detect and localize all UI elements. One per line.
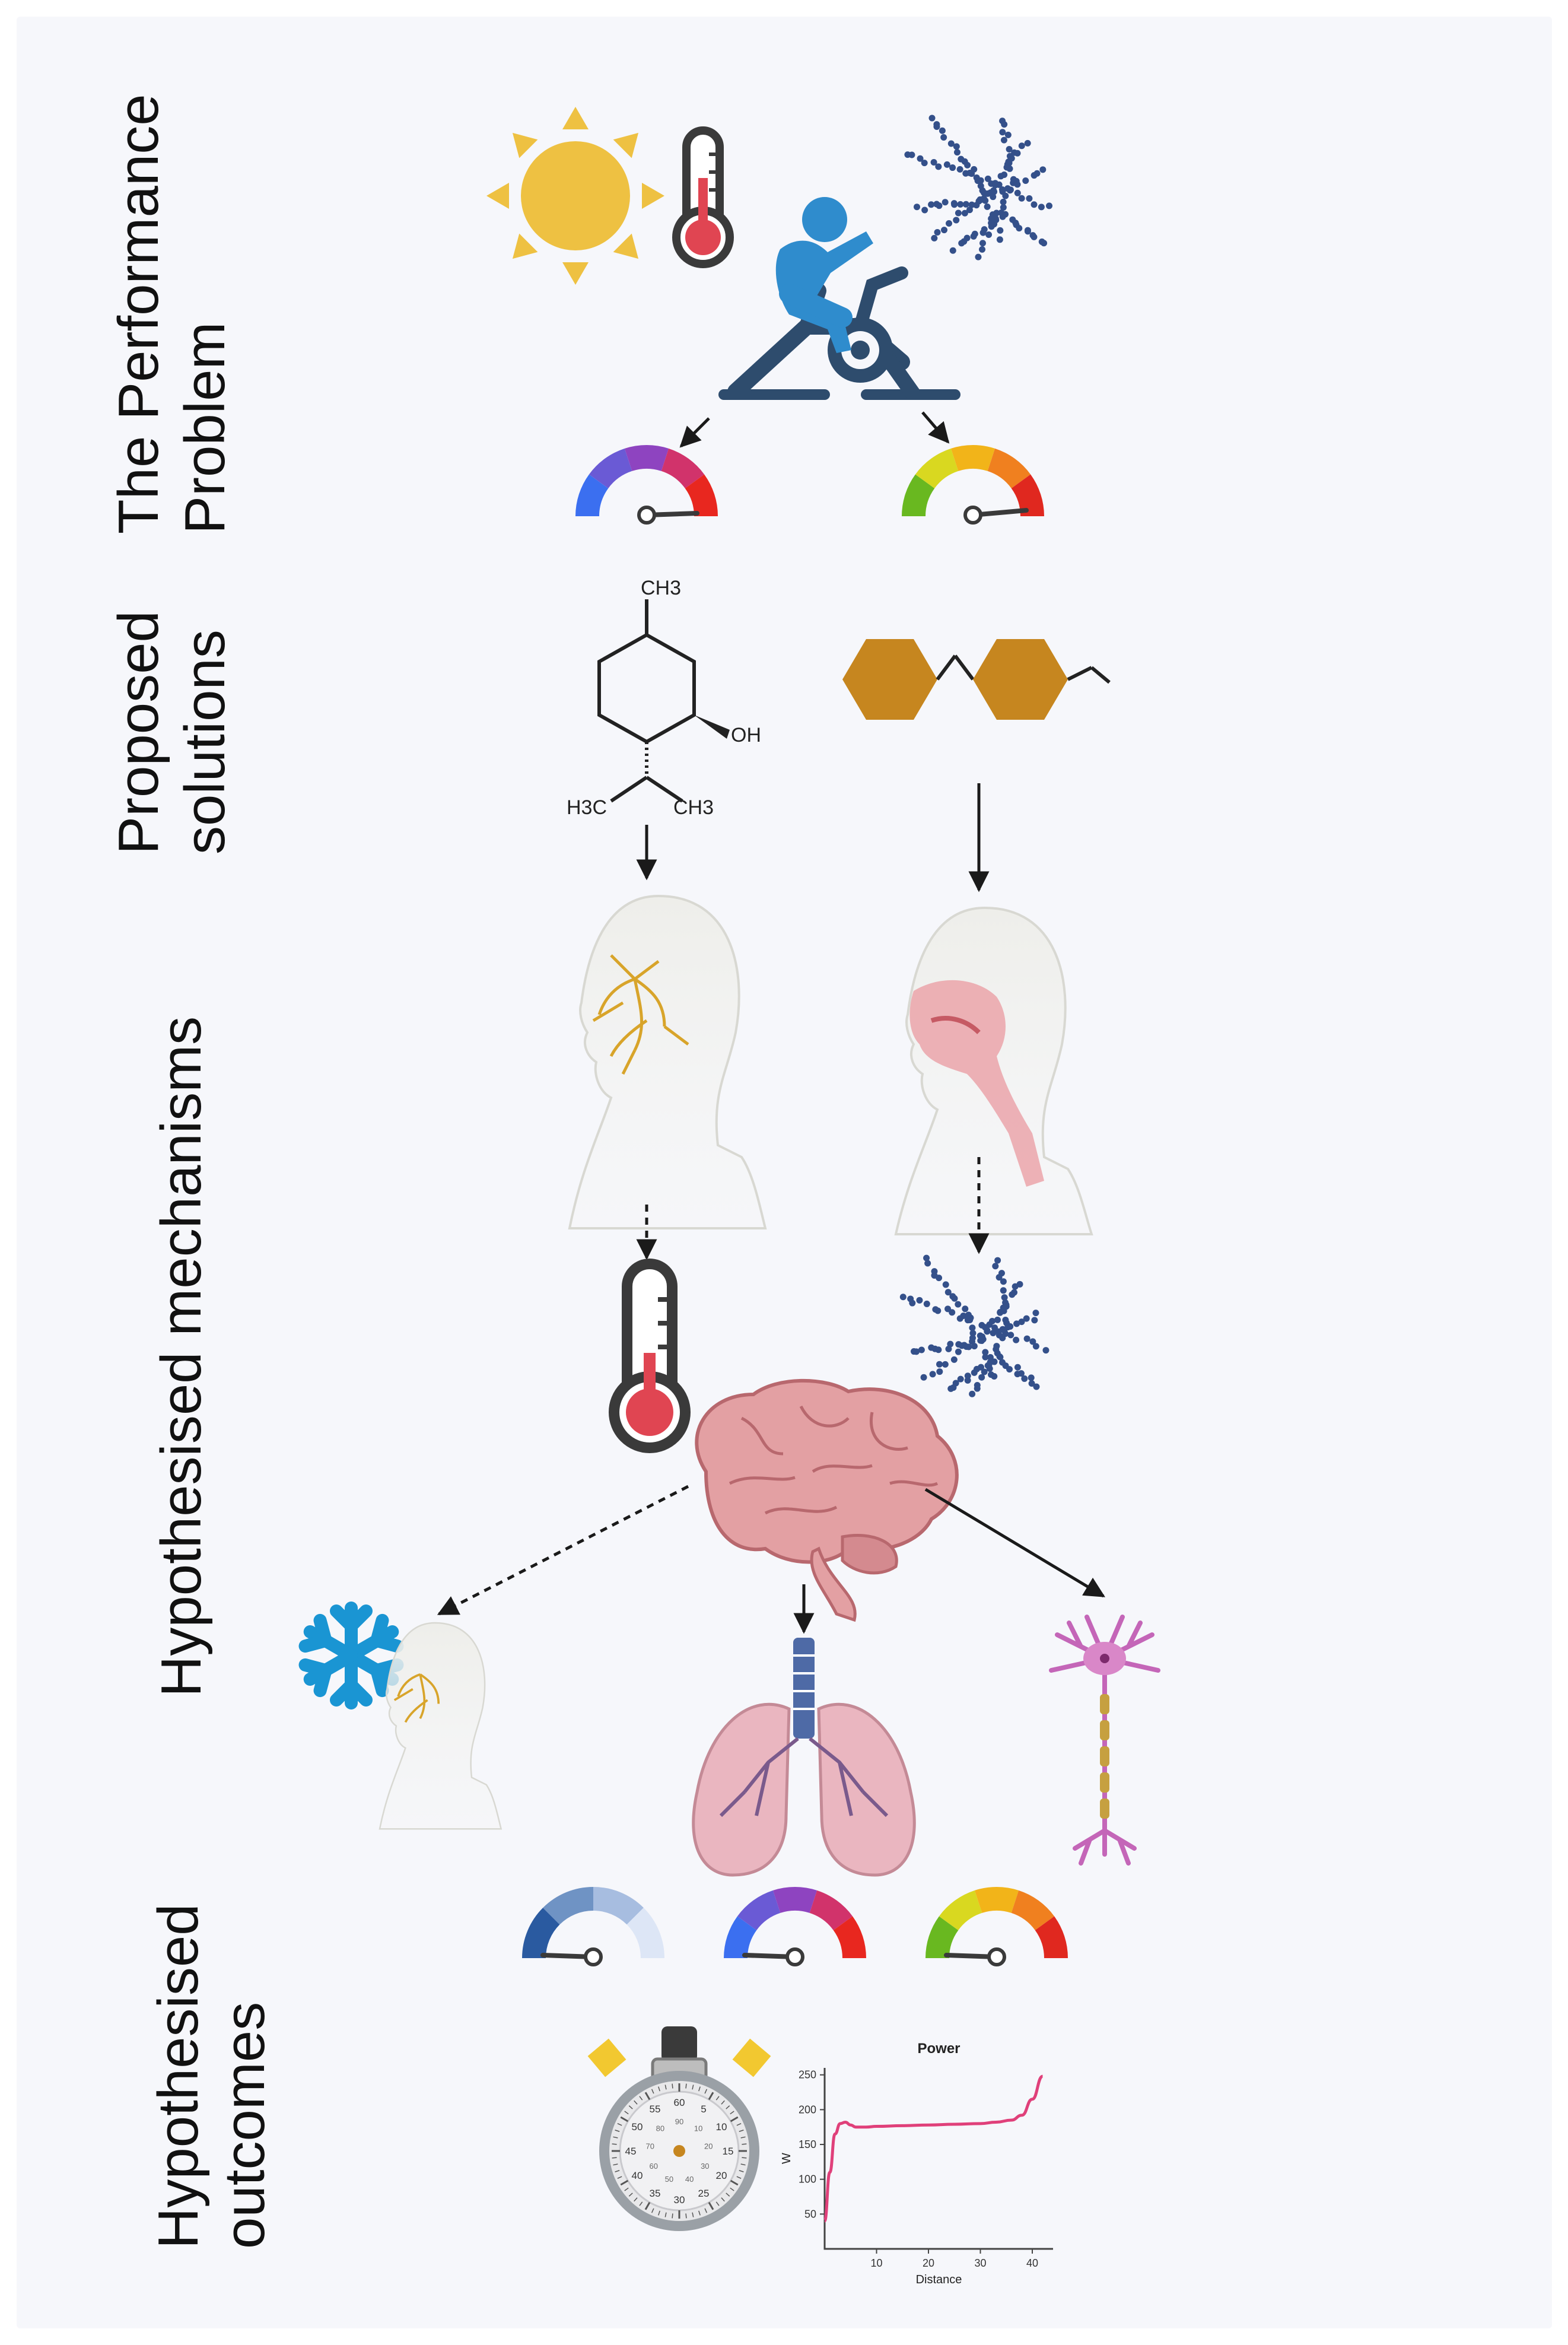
stopwatch-inner-number: 50 <box>665 2175 673 2184</box>
x-tick-label: 10 <box>870 2257 882 2269</box>
stopwatch-number: 45 <box>625 2146 637 2157</box>
stopwatch-inner-number: 40 <box>685 2175 694 2184</box>
stopwatch-inner-number: 70 <box>646 2141 654 2150</box>
arrow-dashed-to-cooling <box>437 1485 689 1616</box>
stopwatch-number: 30 <box>674 2194 685 2206</box>
figure-panel <box>17 17 1552 2328</box>
x-tick-label: 20 <box>923 2257 934 2269</box>
effort-gauge-icon <box>902 445 1044 525</box>
head-cooling-icon <box>379 1622 502 1830</box>
head-nerves-icon <box>568 894 767 1229</box>
x-tick-label: 30 <box>974 2257 986 2269</box>
arrow-to-neuron <box>924 1488 1106 1598</box>
stopwatch-number: 10 <box>716 2121 727 2133</box>
humidity-particles-icon <box>904 115 1053 260</box>
lungs-icon <box>692 1638 916 1877</box>
sun-icon <box>486 107 664 285</box>
brain-icon <box>695 1378 959 1622</box>
stopwatch-inner-number: 10 <box>694 2124 702 2133</box>
stopwatch-icon: 6051015202530354045505590102030405060708… <box>587 2026 771 2231</box>
menthol-molecule-icon: CH3 OH H3C CH3 <box>567 577 761 819</box>
y-tick-label: 150 <box>799 2139 816 2150</box>
stopwatch-inner-number: 80 <box>656 2124 664 2133</box>
stopwatch-number: 15 <box>723 2146 734 2157</box>
head-airway-icon <box>894 906 1093 1235</box>
thermometer-icon <box>672 126 734 268</box>
thermal-gauge-icon <box>575 445 718 525</box>
y-axis-label: W <box>780 2153 793 2164</box>
y-tick-label: 100 <box>799 2174 816 2185</box>
stopwatch-number: 25 <box>698 2188 710 2199</box>
effort-gauge-icon-2 <box>925 1887 1068 1966</box>
y-tick-label: 200 <box>799 2103 816 2115</box>
power-series-line <box>823 2074 1044 2223</box>
chart-axes <box>823 2068 1053 2250</box>
y-tick-label: 50 <box>804 2208 816 2220</box>
stopwatch-number: 5 <box>701 2103 706 2115</box>
oh-label: OH <box>731 724 761 746</box>
x-tick-label: 40 <box>1026 2257 1038 2269</box>
h3c-label: H3C <box>567 796 607 819</box>
stopwatch-number: 60 <box>674 2097 685 2108</box>
chart-title: Power <box>917 2041 960 2057</box>
stopwatch-number: 40 <box>632 2170 643 2181</box>
stopwatch-inner-number: 30 <box>701 2162 709 2171</box>
ch3-top-label: CH3 <box>641 577 681 599</box>
thermometer-icon-large <box>609 1259 691 1453</box>
snowflake-icon <box>303 1602 400 1703</box>
stopwatch-inner-number: 90 <box>675 2117 683 2126</box>
ch3-bottom-label: CH3 <box>673 796 714 819</box>
y-tick-label: 250 <box>799 2069 816 2081</box>
stopwatch-inner-number: 60 <box>649 2162 657 2171</box>
thermal-gauge-icon-2 <box>724 1887 866 1966</box>
arrow-to-thermal-gauge <box>679 417 710 448</box>
x-axis-label: Distance <box>916 2273 962 2286</box>
stopwatch-number: 50 <box>632 2121 643 2133</box>
cyclist-icon <box>718 197 960 400</box>
cooling-gauge-icon <box>521 1887 664 1966</box>
stopwatch-number: 35 <box>650 2188 661 2199</box>
neuron-icon <box>1049 1615 1160 1866</box>
stopwatch-inner-number: 20 <box>704 2141 713 2150</box>
stopwatch-number: 20 <box>716 2170 727 2181</box>
alkyl-hexagons-icon <box>842 639 1111 720</box>
stopwatch-number: 55 <box>650 2103 661 2115</box>
arrow-to-effort-gauge <box>921 411 950 444</box>
humidity-particles-icon-2 <box>899 1254 1049 1397</box>
